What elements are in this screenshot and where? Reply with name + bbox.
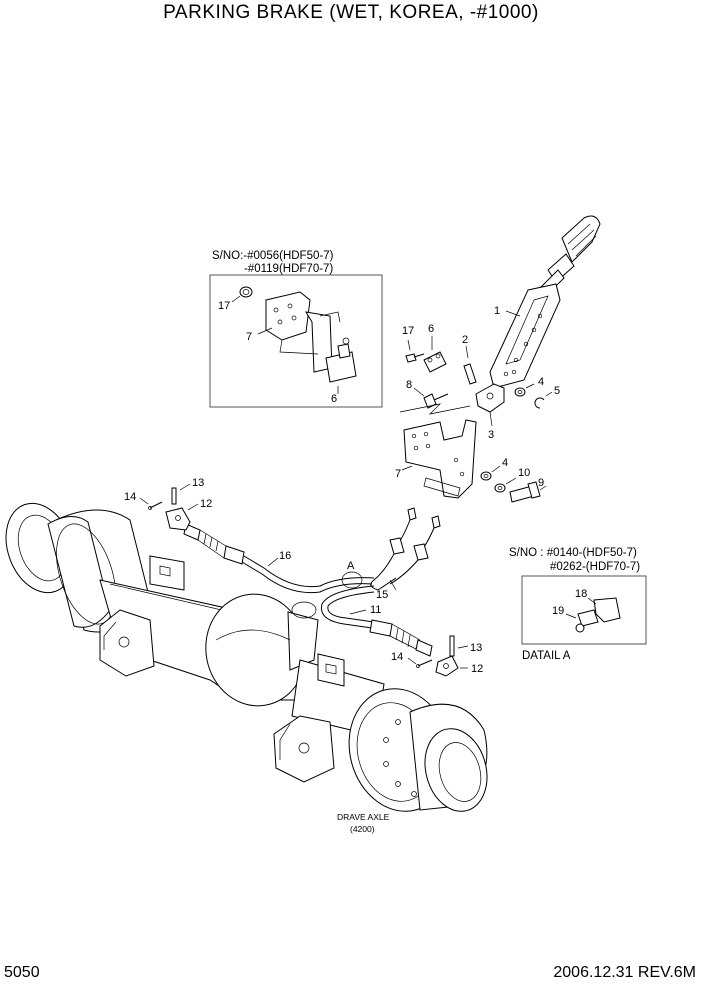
left-clevis-group: 13 12 14	[124, 477, 212, 531]
page-title: PARKING BRAKE (WET, KOREA, -#1000)	[163, 2, 539, 23]
callout-5: 5	[554, 385, 560, 397]
drive-axle: DRAVE AXLE (4200)	[5, 502, 488, 834]
callout-10: 10	[518, 467, 530, 479]
detail-caption: DATAIL A	[522, 650, 571, 662]
callout-4-lower: 4	[502, 457, 508, 469]
detail-a-marker: A	[347, 560, 355, 572]
parking-lever-assembly: 1 3 2 4 5 6 17	[395, 215, 601, 503]
brake-cables: 15 A 16 11	[183, 507, 441, 657]
callout-17: 17	[402, 325, 414, 337]
inset-early-serial: S/NO:-#0056(HDF50-7) -#0119(HDF70-7) 17 …	[209, 250, 383, 408]
callout-2: 2	[462, 334, 468, 346]
axle-caption-line2: (4200)	[350, 824, 375, 834]
detail-serial-line1: S/NO : #0140-(HDF50-7)	[509, 547, 637, 559]
callout-4-upper: 4	[538, 376, 544, 388]
right-clevis-group: 13 12 14	[391, 635, 483, 677]
callout-3: 3	[488, 429, 494, 441]
callout-16: 16	[279, 550, 291, 562]
callout-12-right: 12	[471, 663, 483, 675]
callout-15: 15	[376, 589, 388, 601]
callout-1: 1	[494, 305, 500, 317]
inset-detail-a: S/NO : #0140-(HDF50-7) #0262-(HDF70-7) 1…	[509, 547, 647, 662]
inset-serial-line1: S/NO:-#0056(HDF50-7)	[212, 250, 334, 262]
axle-caption-line1: DRAVE AXLE	[337, 812, 390, 822]
inset-callout-6: 6	[331, 393, 337, 405]
callout-11: 11	[370, 604, 381, 616]
callout-9: 9	[538, 477, 544, 489]
callout-13-right: 13	[470, 642, 482, 654]
callout-12-left: 12	[200, 498, 212, 510]
callout-14-left: 14	[124, 491, 136, 503]
inset-serial-line2: -#0119(HDF70-7)	[244, 263, 333, 275]
callout-14-right: 14	[391, 651, 403, 663]
detail-callout-18: 18	[575, 588, 587, 600]
revision-stamp: 2006.12.31 REV.6M	[553, 964, 696, 981]
detail-callout-19: 19	[552, 605, 564, 617]
detail-serial-line2: #0262-(HDF70-7)	[550, 561, 640, 573]
callout-7: 7	[395, 468, 401, 480]
callout-6: 6	[428, 323, 434, 335]
inset-callout-17: 17	[218, 300, 230, 312]
page-number: 5050	[4, 964, 40, 981]
inset-callout-7: 7	[246, 331, 252, 343]
callout-8: 8	[406, 379, 412, 391]
callout-13-left: 13	[192, 477, 204, 489]
